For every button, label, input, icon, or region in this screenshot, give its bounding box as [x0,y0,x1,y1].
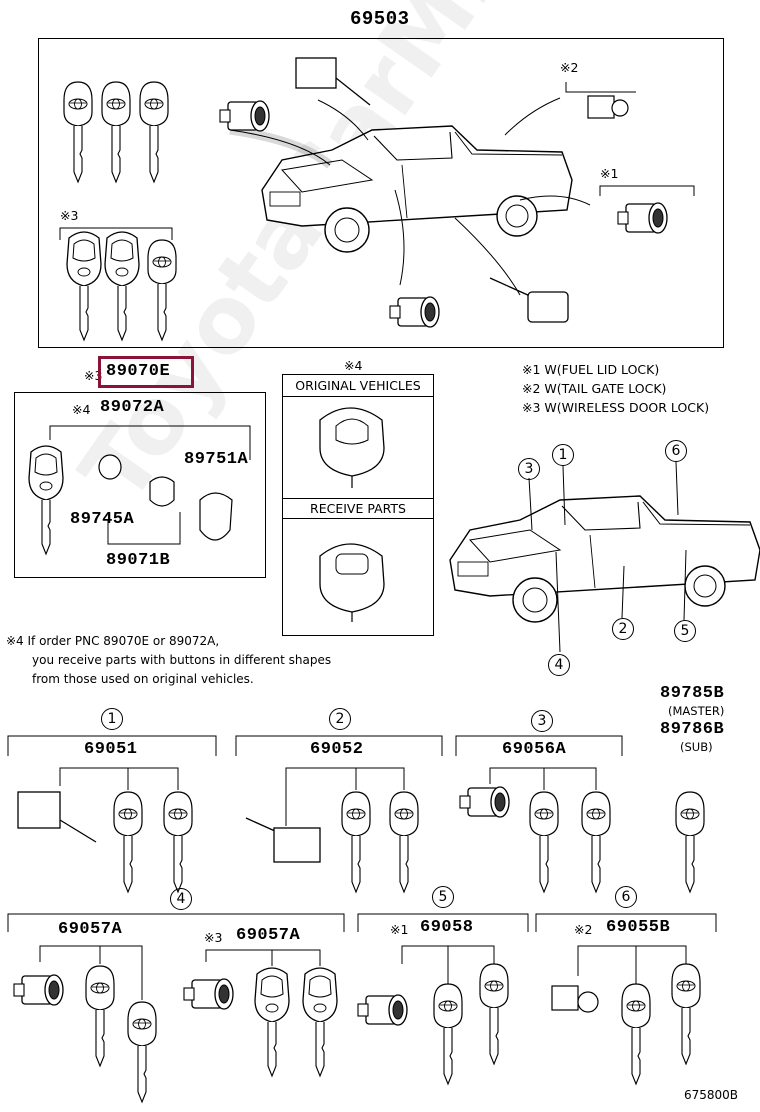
group-6-circle: 6 [615,886,637,908]
group-4-circle: 4 [170,888,192,910]
original-vehicles-label: ORIGINAL VEHICLES [295,378,421,393]
group-3-circle: 3 [531,710,553,732]
transmitter-part-number[interactable]: 89070E [106,362,171,381]
compare-divider-1 [282,396,434,397]
group-6-part-number[interactable]: 69055B [606,918,671,937]
sub-key-label: (SUB) [680,740,713,754]
position-1[interactable]: 1 [552,444,574,466]
compare-divider-3 [282,518,434,519]
master-key-part-number[interactable]: 89785B [660,684,725,703]
sub-key-part-number[interactable]: 89786B [660,720,725,739]
callout-wireless-mark: ※3 [60,208,79,223]
top-assembly-part-number[interactable]: 69503 [350,8,410,30]
compare-prefix: ※4 [344,358,363,373]
transmitter-highlight[interactable] [98,356,194,388]
top-assembly-frame [38,38,724,348]
position-5[interactable]: 5 [674,620,696,642]
position-6[interactable]: 6 [665,440,687,462]
battery-part-number[interactable]: 89745A [70,510,135,529]
position-2[interactable]: 2 [612,618,634,640]
group-2-part-number[interactable]: 69052 [310,740,364,759]
callout-fuel-lid-mark: ※1 [600,166,619,181]
group-1-part-number[interactable]: 69051 [84,740,138,759]
transmitter-frame [14,392,266,578]
group-5-part-number[interactable]: 69058 [420,918,474,937]
compare-divider-2 [282,498,434,499]
callout-tailgate-mark: ※2 [560,60,579,75]
master-key-label: (MASTER) [668,704,725,718]
receive-parts-label: RECEIVE PARTS [310,501,406,516]
group-3-part-number[interactable]: 69056A [502,740,567,759]
compare-frame [282,374,434,636]
position-4[interactable]: 4 [548,654,570,676]
cover-part-number[interactable]: 89751A [184,450,249,469]
transmitter-sub-prefix: ※4 [72,402,91,417]
diagram-code: 675800B [684,1088,739,1102]
case-part-number[interactable]: 89071B [106,551,171,570]
group-5-circle: 5 [432,886,454,908]
footnote-line-1: ※4 If order PNC 89070E or 89072A, [6,634,220,648]
legend-fuel-lid: ※1 W(FUEL LID LOCK) [522,362,660,377]
legend-wireless: ※3 W(WIRELESS DOOR LOCK) [522,400,710,415]
footnote-line-2: you receive parts with buttons in differ… [32,653,332,667]
group-4b-prefix: ※3 [204,930,223,945]
transmitter-sub-part-number[interactable]: 89072A [100,398,165,417]
group-4b-part-number[interactable]: 69057A [236,926,301,945]
group-2-circle: 2 [329,708,351,730]
group-1-circle: 1 [101,708,123,730]
legend-tail-gate: ※2 W(TAIL GATE LOCK) [522,381,667,396]
group-4a-part-number[interactable]: 69057A [58,920,123,939]
group-5-prefix: ※1 [390,922,409,937]
position-3[interactable]: 3 [518,458,540,480]
footnote-line-3: from those used on original vehicles. [32,672,254,686]
group-6-prefix: ※2 [574,922,593,937]
transmitter-prefix: ※3 [84,368,103,383]
